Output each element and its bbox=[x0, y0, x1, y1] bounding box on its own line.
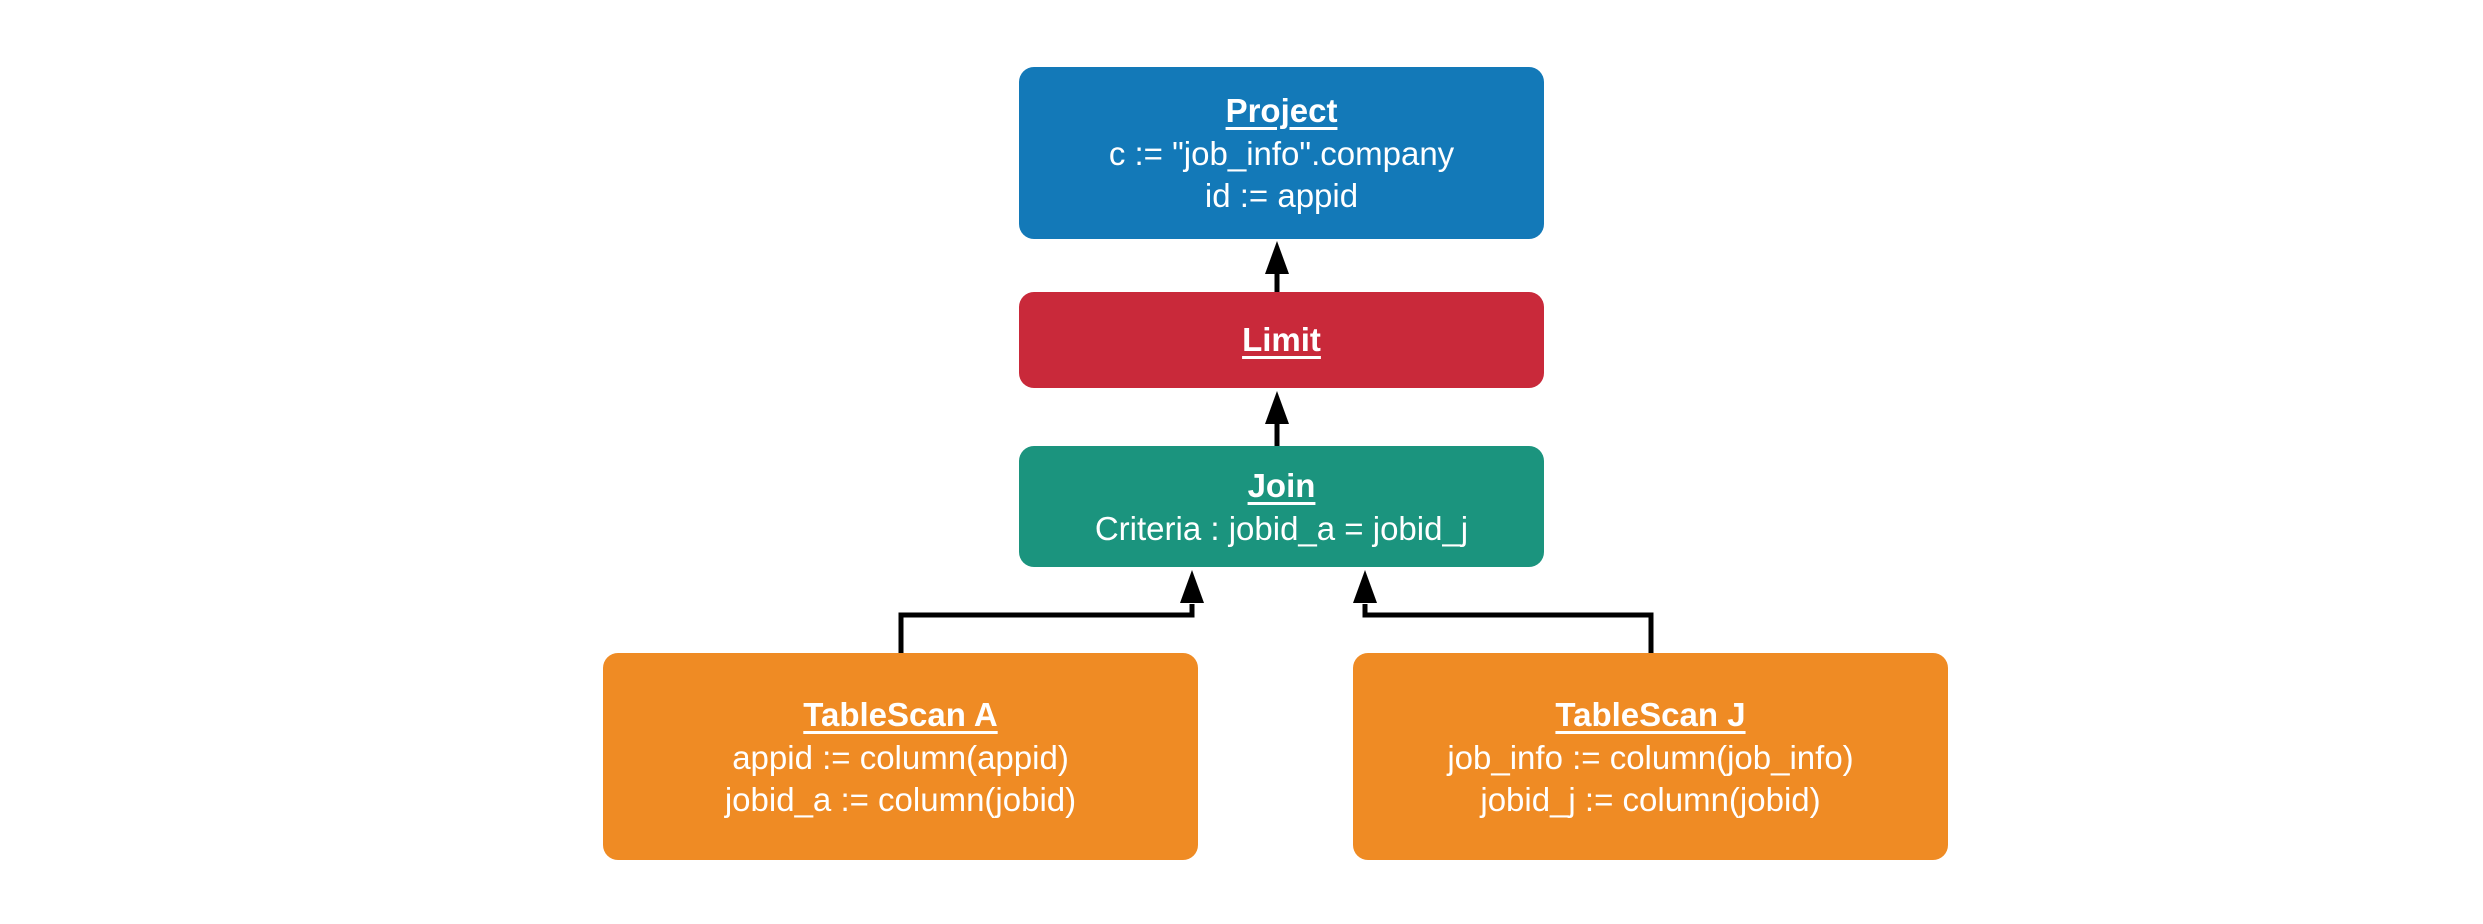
node-join-line: Criteria : jobid_a = jobid_j bbox=[1094, 509, 1469, 547]
edge-limit-to-project bbox=[1265, 241, 1289, 294]
node-tablescan-a-line: jobid_a := column(jobid) bbox=[724, 780, 1077, 818]
node-join-title: Join bbox=[1247, 466, 1316, 504]
node-tablescan-a-line: appid := column(appid) bbox=[732, 738, 1069, 776]
node-project-title: Project bbox=[1225, 92, 1338, 129]
edge-join-to-limit bbox=[1265, 391, 1289, 446]
node-tablescan-j-line: job_info := column(job_info) bbox=[1447, 738, 1854, 776]
arrowhead-up-icon bbox=[1180, 570, 1204, 603]
node-tablescan-j-title: TableScan J bbox=[1555, 695, 1746, 733]
node-tablescan-j: TableScan J job_info := column(job_info)… bbox=[1353, 653, 1948, 860]
node-tablescan-a: TableScan A appid := column(appid) jobid… bbox=[603, 653, 1198, 860]
node-project: Project c := "job_info".company id := ap… bbox=[1019, 67, 1544, 239]
arrowhead-up-icon bbox=[1353, 570, 1377, 603]
edge-tablescan-a-to-join bbox=[898, 570, 1204, 653]
node-limit: Limit bbox=[1019, 292, 1544, 388]
node-join: Join Criteria : jobid_a = jobid_j bbox=[1019, 446, 1544, 567]
node-tablescan-a-title: TableScan A bbox=[803, 695, 998, 733]
edge-tablescan-j-to-join bbox=[1353, 570, 1654, 653]
arrowhead-up-icon bbox=[1265, 241, 1289, 274]
node-limit-title: Limit bbox=[1242, 321, 1321, 358]
node-project-line: c := "job_info".company bbox=[1108, 135, 1455, 172]
node-tablescan-j-line: jobid_j := column(jobid) bbox=[1480, 780, 1821, 818]
arrowhead-up-icon bbox=[1265, 391, 1289, 424]
node-project-line: id := appid bbox=[1204, 177, 1359, 214]
